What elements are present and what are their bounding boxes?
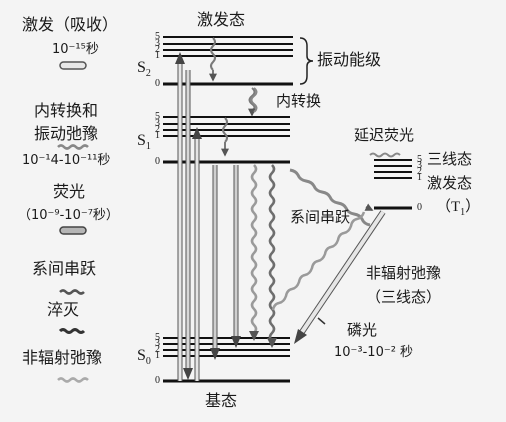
s0-level-0: 0	[155, 375, 160, 386]
s0-label: S0	[137, 347, 151, 368]
phosphorescence-label: 磷光	[347, 321, 378, 339]
legend-fluorescence: 荧光	[53, 182, 86, 201]
fluorescence-arrows	[183, 70, 241, 380]
s1-level-2: 2	[155, 124, 160, 135]
t1-level-2: 2	[417, 166, 422, 177]
legend-excitation-time: 10⁻¹⁵秒	[52, 42, 99, 57]
s1-level-3: 3	[155, 118, 160, 129]
nonrad-triplet-line1: 非辐射弛豫	[366, 264, 442, 282]
vibrational-relaxation-wavy	[209, 37, 256, 157]
s0-level-3: 3	[155, 338, 160, 349]
legend-symbols	[57, 61, 89, 383]
s2-label: S2	[137, 59, 151, 80]
t1-level-3: 3	[417, 160, 422, 171]
excited-state-title: 激发态	[197, 10, 246, 29]
legend-isc-symbol	[59, 289, 85, 295]
phosphorescence-tick	[317, 317, 326, 325]
s0-level-1: 1	[155, 350, 160, 361]
ground-state-label: 基态	[205, 391, 238, 410]
s2-levels	[163, 36, 293, 86]
s0-level-2: 2	[155, 344, 160, 355]
t1-levels	[374, 159, 412, 210]
isc-wavy	[289, 168, 371, 227]
legend-fluorescence-symbol	[59, 226, 87, 235]
legend-ic-line2: 振动弛豫	[34, 124, 99, 143]
excitation-arrows	[175, 52, 202, 381]
isc-arrowhead	[364, 203, 374, 211]
nonrad-triplet-line2: （三线态）	[366, 288, 442, 306]
legend-nonrad-symbol	[57, 377, 89, 383]
s2-level-3: 3	[155, 38, 160, 49]
nonradiative-wavy	[249, 164, 277, 348]
phosphorescence-time: 10⁻³-10⁻² 秒	[334, 345, 414, 360]
vib-level-bracket	[299, 37, 314, 85]
legend-fluorescence-time: （10⁻⁹-10⁻⁷秒）	[18, 208, 119, 223]
legend-ic-time: 10⁻¹4-10⁻¹¹秒	[22, 153, 111, 168]
t1-level-0: 0	[417, 202, 422, 213]
triplet-nonrad-wavy	[271, 211, 366, 311]
triplet-symbol: （T1）	[436, 199, 481, 218]
legend-ic-symbol	[57, 144, 89, 150]
legend-quenching: 淬灭	[47, 300, 80, 319]
s0-level-5: 5	[155, 332, 160, 343]
s1-label: S1	[137, 132, 151, 153]
legend-nonrad: 非辐射弛豫	[22, 348, 103, 367]
triplet-label-line2: 激发态	[427, 174, 473, 192]
t1-level-1: 1	[417, 172, 422, 183]
s1-level-1: 1	[155, 130, 160, 141]
legend-excitation-symbol	[59, 61, 87, 70]
s2-level-1: 1	[155, 50, 160, 61]
s1-level-0: 0	[155, 156, 160, 167]
t1-level-5: 5	[417, 154, 422, 165]
delayed-fluorescence-label: 延迟荧光	[354, 126, 415, 144]
legend-isc: 系间串跃	[32, 259, 97, 278]
legend-excitation: 激发（吸收）	[22, 15, 119, 34]
s2-level-0: 0	[155, 78, 160, 89]
s1-level-5: 5	[155, 111, 160, 122]
phosphorescence-arrow	[294, 210, 386, 344]
delayed-fluorescence-wavy	[369, 152, 401, 158]
isc-label: 系间串跃	[290, 208, 351, 226]
triplet-label-line1: 三线态	[427, 150, 473, 168]
s2-level-2: 2	[155, 44, 160, 55]
vib-levels-label: 振动能级	[317, 50, 382, 69]
s2-level-5: 5	[155, 31, 160, 42]
legend-ic-line1: 内转换和	[34, 101, 99, 120]
internal-conversion-label: 内转换	[276, 92, 322, 110]
legend-quenching-symbol	[58, 328, 86, 334]
internal-conversion-wavy	[250, 87, 258, 113]
